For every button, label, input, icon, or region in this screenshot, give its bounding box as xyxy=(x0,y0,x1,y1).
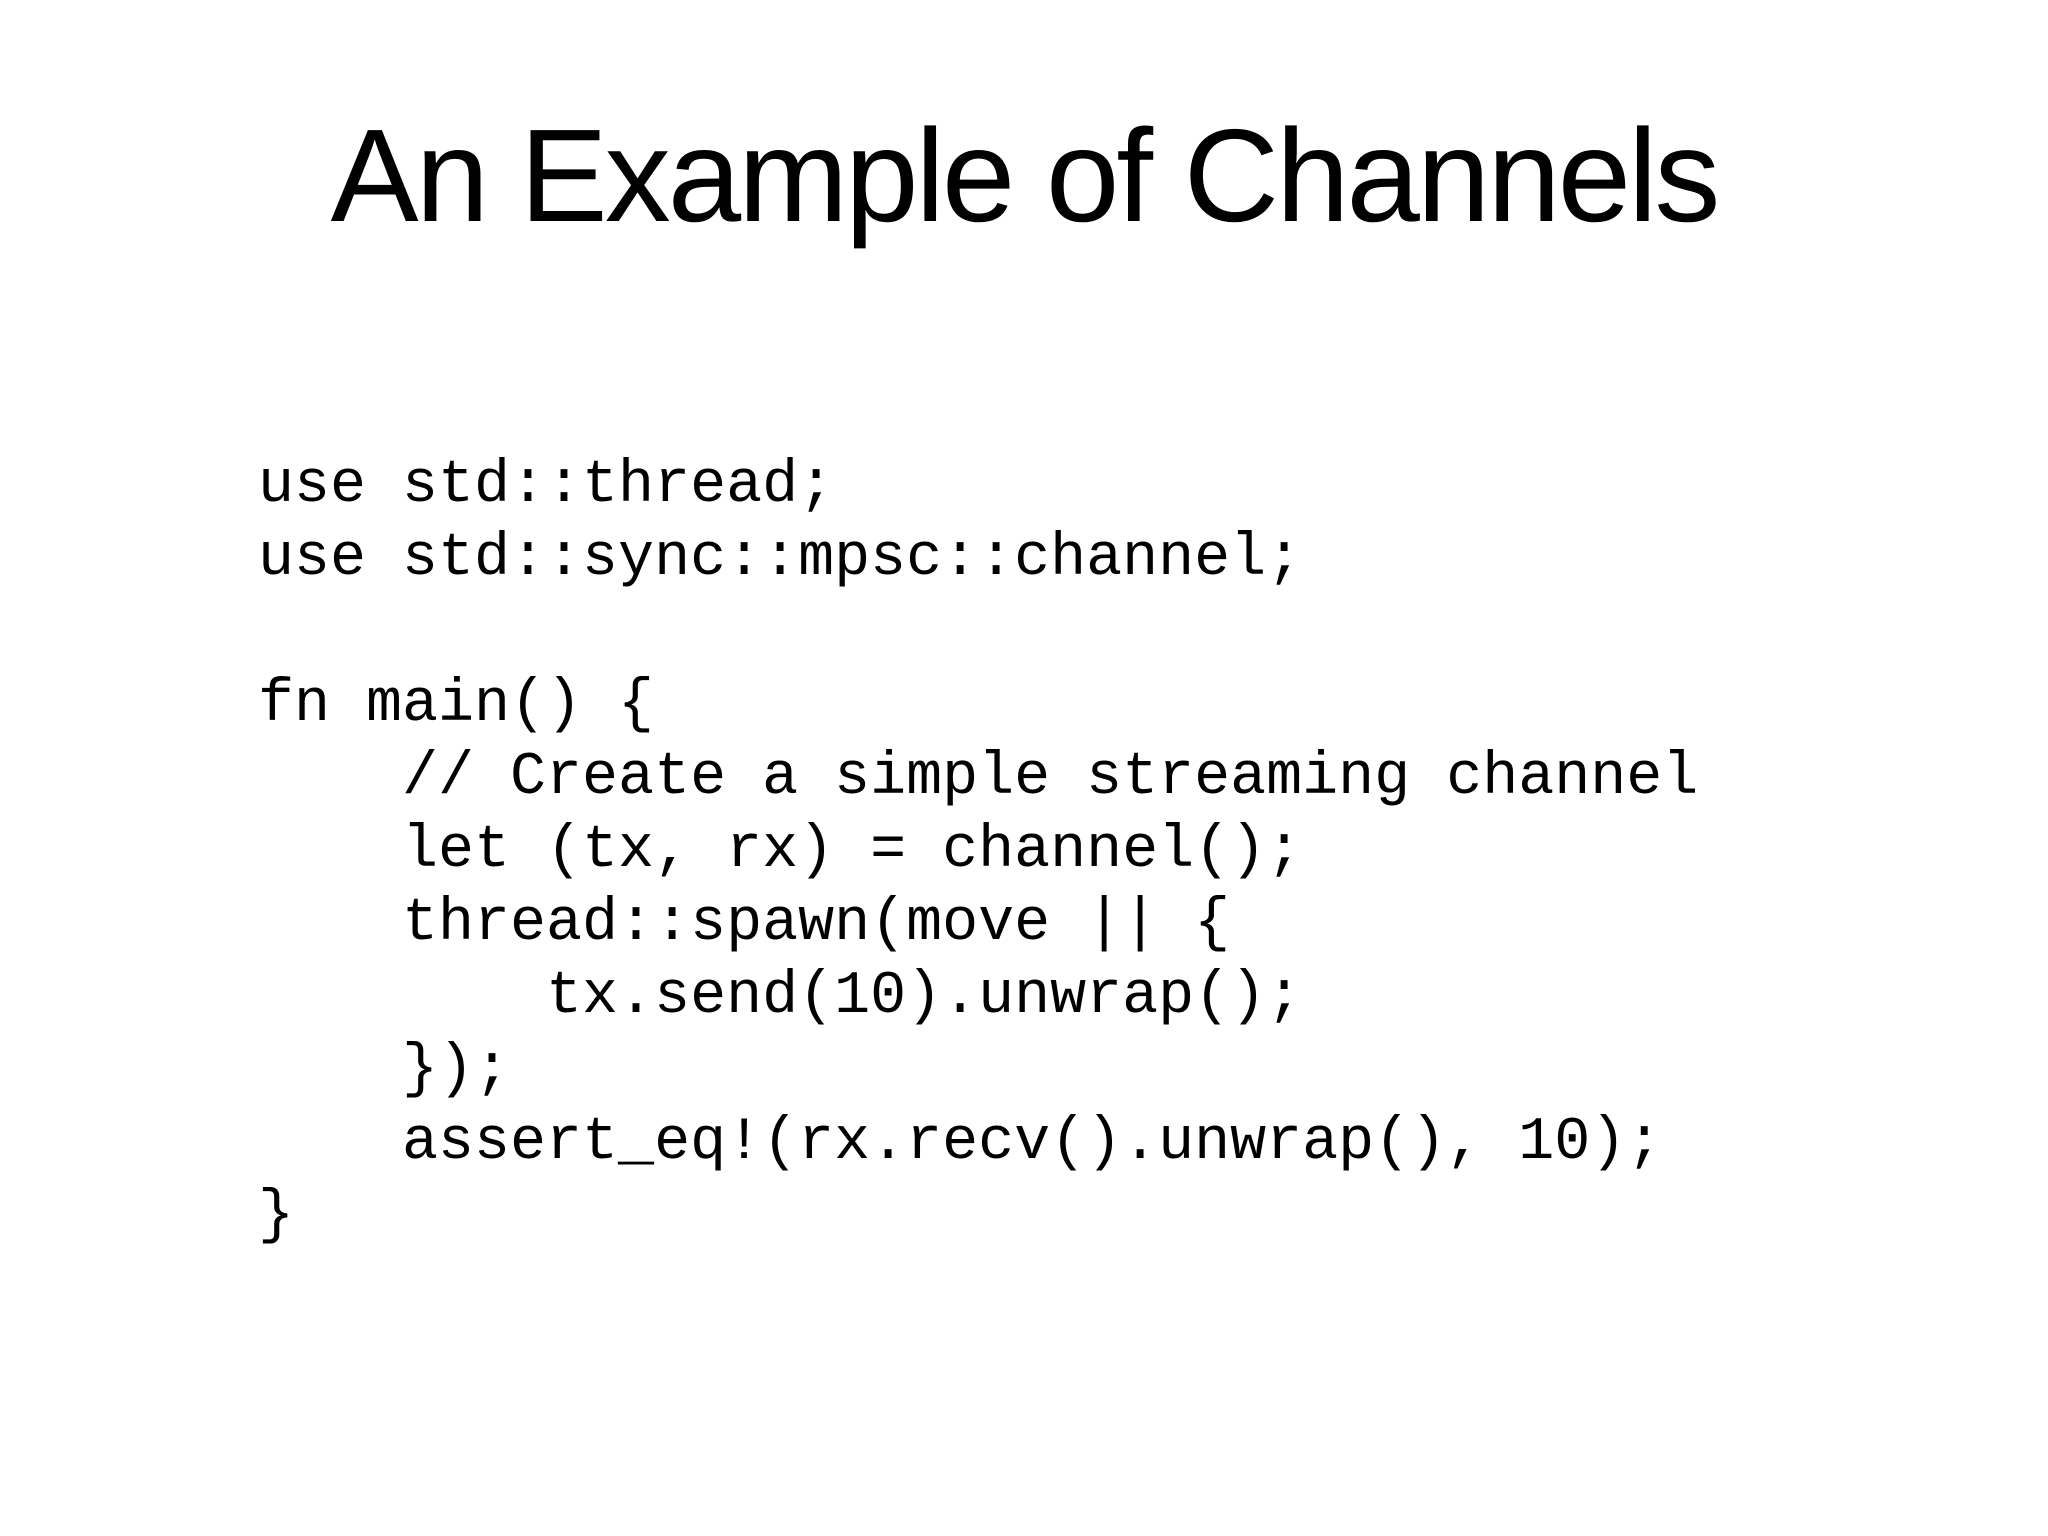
code-block: use std::thread; use std::sync::mpsc::ch… xyxy=(258,452,1699,1250)
slide-title: An Example of Channels xyxy=(330,102,1721,249)
